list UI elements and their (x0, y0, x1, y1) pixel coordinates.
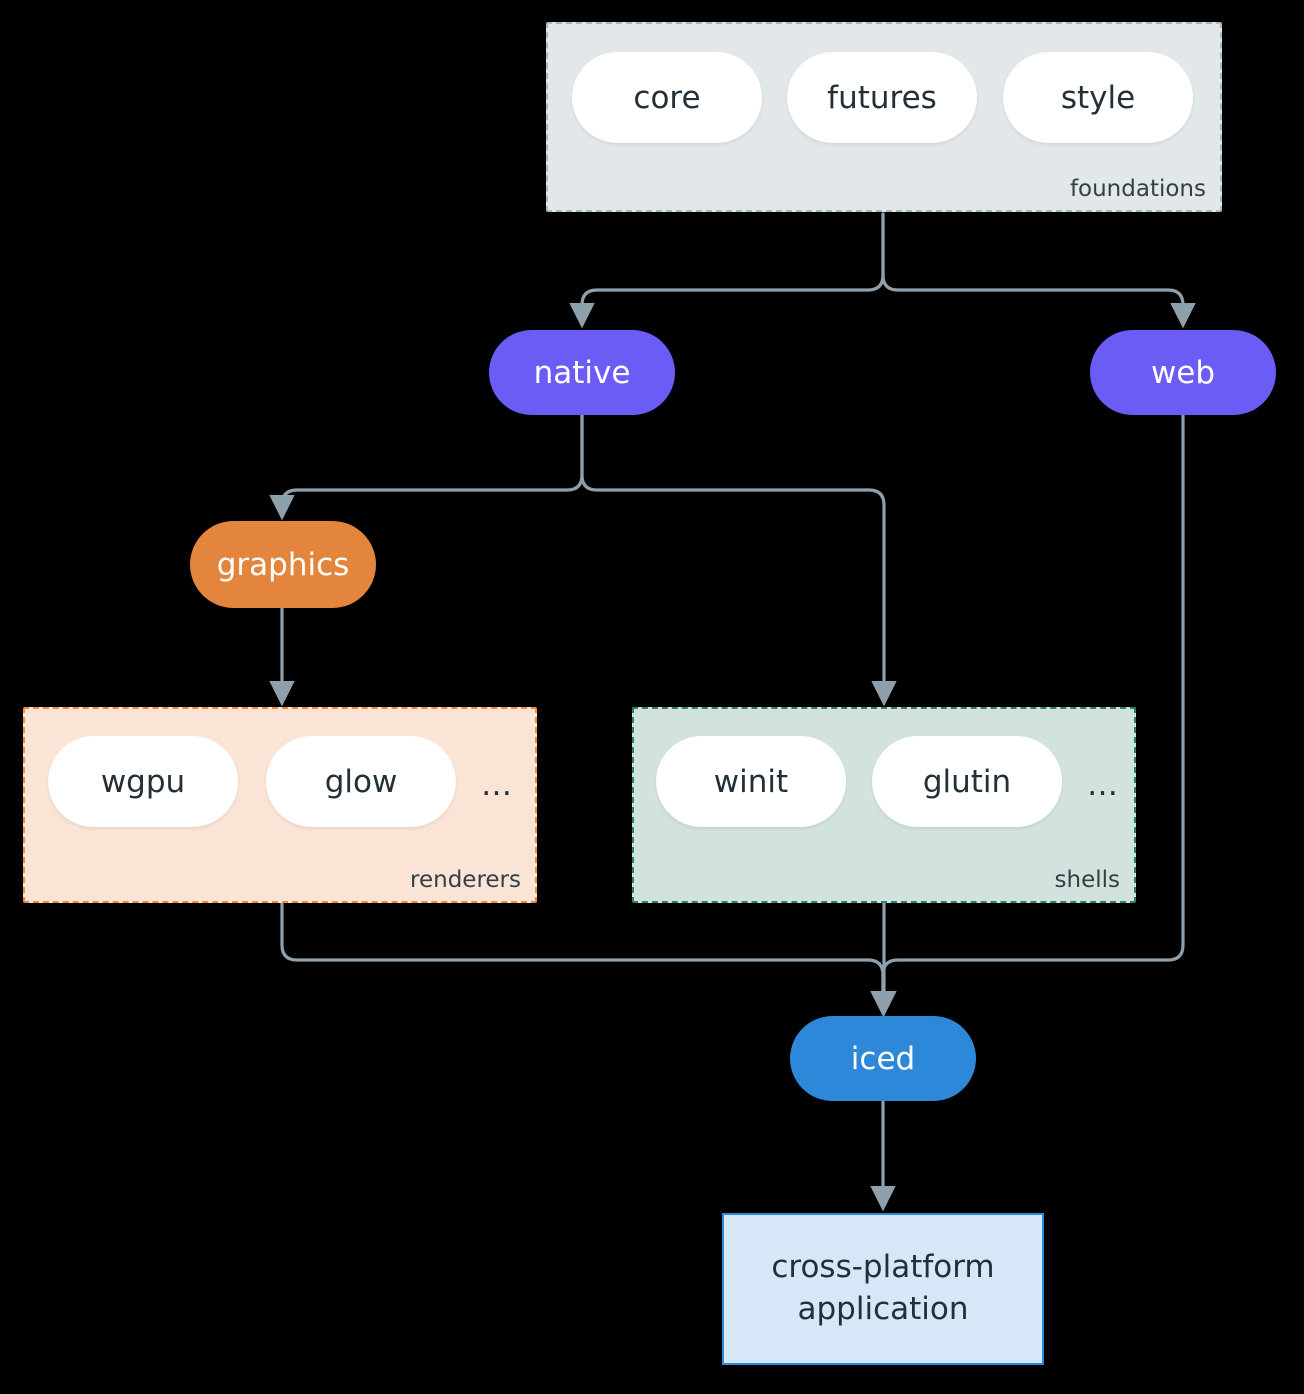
node-core[interactable]: core (572, 52, 762, 143)
node-core-label: core (633, 79, 701, 116)
node-iced-label: iced (850, 1040, 916, 1077)
edge-renderers-iced (280, 901, 896, 1017)
node-wgpu-label: wgpu (100, 763, 186, 800)
node-renderers-more: … (481, 767, 513, 803)
edge-foundations-web (881, 212, 1196, 329)
node-futures-label: futures (827, 79, 937, 116)
node-cross-platform-application[interactable]: cross-platform application (722, 1213, 1044, 1365)
node-glow[interactable]: glow (266, 736, 456, 827)
node-futures[interactable]: futures (787, 52, 977, 143)
node-web-label: web (1150, 354, 1216, 391)
node-glutin-label: glutin (922, 763, 1012, 800)
edge-foundations-native (569, 212, 885, 329)
edge-native-shells (580, 413, 897, 707)
node-graphics[interactable]: graphics (190, 521, 376, 608)
node-web[interactable]: web (1090, 330, 1276, 415)
node-shells-more: … (1087, 767, 1119, 803)
node-graphics-label: graphics (216, 546, 350, 583)
cluster-foundations-label: foundations (1069, 176, 1206, 202)
node-winit[interactable]: winit (656, 736, 846, 827)
node-winit-label: winit (713, 763, 789, 800)
node-app-label-line2: application (797, 1291, 969, 1327)
cluster-renderers-label: renderers (410, 867, 521, 893)
node-wgpu[interactable]: wgpu (48, 736, 238, 827)
node-glow-label: glow (324, 763, 398, 800)
node-app-label-line1: cross-platform (771, 1249, 995, 1286)
node-native-label: native (533, 354, 631, 391)
node-style[interactable]: style (1003, 52, 1193, 143)
node-style-label: style (1060, 79, 1136, 116)
cluster-shells-label: shells (1054, 867, 1120, 893)
node-iced[interactable]: iced (790, 1016, 976, 1101)
edge-native-graphics (269, 413, 584, 521)
node-glutin[interactable]: glutin (872, 736, 1062, 827)
node-native[interactable]: native (489, 330, 675, 415)
